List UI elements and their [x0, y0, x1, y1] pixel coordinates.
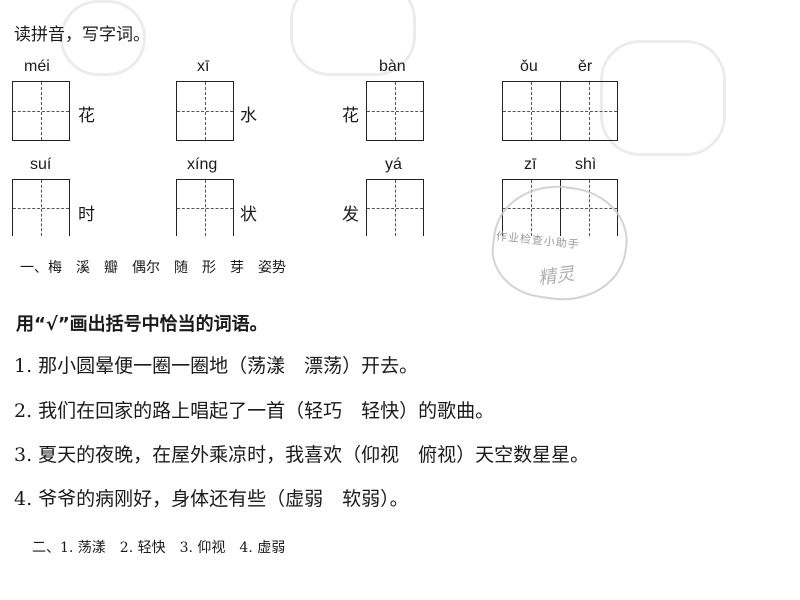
grid-cell: [13, 82, 69, 140]
writing-grid-zishi[interactable]: [502, 179, 618, 236]
grid-cell: [560, 180, 617, 236]
writing-grid-ya[interactable]: [366, 179, 424, 236]
watermark-stroke: [600, 40, 726, 156]
grid-cell: [367, 180, 423, 236]
writing-grid-ban[interactable]: [366, 81, 424, 141]
watermark-stroke: [60, 0, 146, 76]
writing-grid-mei[interactable]: [12, 81, 70, 141]
section2-answer: 二、1. 荡漾 2. 轻快 3. 仰视 4. 虚弱: [32, 540, 286, 556]
pinyin-er: ěr: [578, 58, 593, 75]
given-char-hua-2: 花: [342, 106, 359, 126]
writing-grid-sui[interactable]: [12, 179, 70, 236]
writing-grid-ouer[interactable]: [502, 81, 618, 141]
pinyin-ya: yá: [385, 156, 402, 173]
pinyin-zi: zī: [524, 156, 537, 173]
pinyin-mei: méi: [24, 58, 50, 75]
section1-answer: 一、梅 溪 瓣 偶尔 随 形 芽 姿势: [20, 260, 286, 276]
given-char-hua-1: 花: [78, 106, 95, 126]
given-char-shi: 时: [78, 205, 95, 225]
grid-cell: [13, 180, 69, 236]
grid-cell: [503, 180, 559, 236]
writing-grid-xi[interactable]: [176, 81, 234, 141]
grid-cell: [367, 82, 423, 140]
question-4: 4. 爷爷的病刚好，身体还有些（虚弱 软弱）。: [14, 488, 409, 510]
question-3: 3. 夏天的夜晚，在屋外乘凉时，我喜欢（仰视 俯视）天空数星星。: [14, 444, 590, 466]
pinyin-xi: xī: [197, 58, 210, 75]
question-1: 1. 那小圆晕便一圈一圈地（荡漾 漂荡）开去。: [14, 355, 419, 377]
pinyin-sui: suí: [30, 156, 52, 173]
writing-grid-xing[interactable]: [176, 179, 234, 236]
given-char-shui: 水: [240, 106, 257, 126]
given-char-zhuang: 状: [240, 205, 257, 225]
pinyin-ou: ǒu: [520, 58, 538, 75]
question-2: 2. 我们在回家的路上唱起了一首（轻巧 轻快）的歌曲。: [14, 400, 495, 422]
grid-cell: [503, 82, 559, 140]
grid-cell: [177, 82, 233, 140]
stamp-signature: 精灵: [536, 263, 576, 290]
pinyin-xing: xíng: [187, 156, 218, 173]
pinyin-shi: shì: [575, 156, 597, 173]
section1-title: 读拼音，写字词。: [14, 25, 150, 45]
grid-cell: [177, 180, 233, 236]
watermark-stroke: [290, 0, 416, 76]
given-char-fa: 发: [342, 205, 359, 225]
grid-cell: [560, 82, 617, 140]
pinyin-ban: bàn: [379, 58, 406, 75]
section2-title: 用“√”画出括号中恰当的词语。: [16, 314, 268, 335]
